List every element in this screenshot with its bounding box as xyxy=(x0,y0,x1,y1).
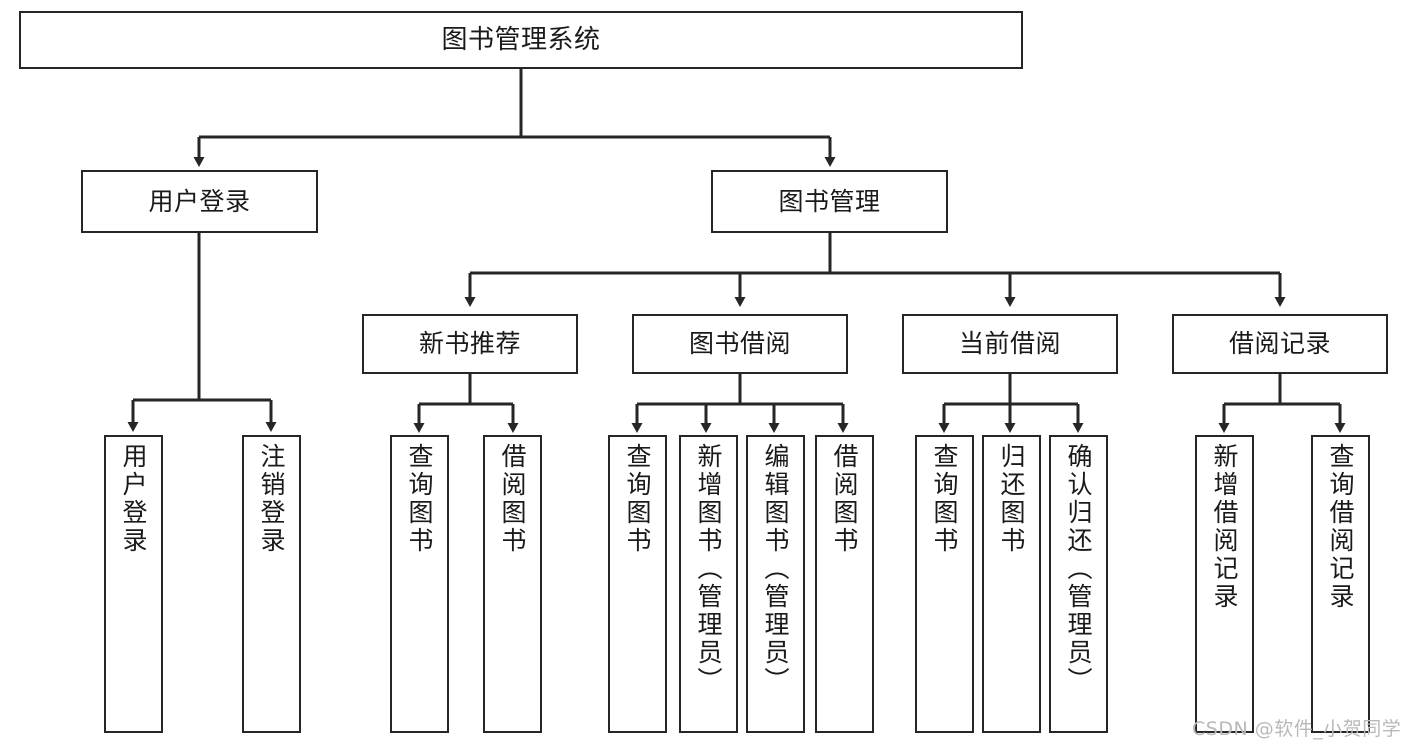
node-label: 当前借阅 xyxy=(958,329,1061,359)
leaf-current-confirm-return-admin[interactable]: 确认归还（管理员） xyxy=(1049,435,1108,733)
leaf-borrow-add-book-admin[interactable]: 新增图书（管理员） xyxy=(679,435,738,733)
node-label: 确认归还（管理员） xyxy=(1064,443,1093,695)
leaf-user-login-signout[interactable]: 注销登录 xyxy=(242,435,301,733)
leaf-record-add-record[interactable]: 新增借阅记录 xyxy=(1195,435,1254,733)
leaf-borrow-query-book[interactable]: 查询图书 xyxy=(608,435,667,733)
node-book-management[interactable]: 图书管理 xyxy=(711,170,948,233)
node-root-system[interactable]: 图书管理系统 xyxy=(19,11,1023,69)
node-label: 图书管理系统 xyxy=(441,24,601,55)
leaf-current-return-book[interactable]: 归还图书 xyxy=(982,435,1041,733)
node-label: 用户登录 xyxy=(148,186,251,216)
node-label: 归还图书 xyxy=(997,443,1026,555)
node-label: 编辑图书（管理员） xyxy=(761,443,790,695)
node-label: 新增借阅记录 xyxy=(1210,443,1239,611)
node-label: 借阅记录 xyxy=(1228,329,1331,359)
node-label: 新增图书（管理员） xyxy=(694,443,723,695)
node-borrow-record[interactable]: 借阅记录 xyxy=(1172,314,1388,374)
leaf-recommend-query-book[interactable]: 查询图书 xyxy=(390,435,449,733)
node-book-borrow[interactable]: 图书借阅 xyxy=(632,314,848,374)
node-label: 借阅图书 xyxy=(498,443,527,555)
leaf-current-query-book[interactable]: 查询图书 xyxy=(915,435,974,733)
node-label: 新书推荐 xyxy=(418,329,521,359)
node-current-borrow[interactable]: 当前借阅 xyxy=(902,314,1118,374)
leaf-borrow-edit-book-admin[interactable]: 编辑图书（管理员） xyxy=(746,435,805,733)
node-label: 查询图书 xyxy=(930,443,959,555)
node-user-login[interactable]: 用户登录 xyxy=(81,170,318,233)
node-label: 查询借阅记录 xyxy=(1326,443,1355,611)
node-new-book-recommend[interactable]: 新书推荐 xyxy=(362,314,578,374)
leaf-recommend-borrow-book[interactable]: 借阅图书 xyxy=(483,435,542,733)
node-label: 借阅图书 xyxy=(830,443,859,555)
leaf-record-query-record[interactable]: 查询借阅记录 xyxy=(1311,435,1370,733)
leaf-user-login-signin[interactable]: 用户登录 xyxy=(104,435,163,733)
node-label: 注销登录 xyxy=(257,443,286,555)
node-label: 查询图书 xyxy=(623,443,652,555)
node-label: 图书管理 xyxy=(778,186,881,216)
node-label: 用户登录 xyxy=(119,443,148,555)
node-label: 查询图书 xyxy=(405,443,434,555)
leaf-borrow-borrow-book[interactable]: 借阅图书 xyxy=(815,435,874,733)
csdn-watermark: CSDN @软件_小贺同学 xyxy=(1192,718,1402,740)
node-label: 图书借阅 xyxy=(688,329,791,359)
